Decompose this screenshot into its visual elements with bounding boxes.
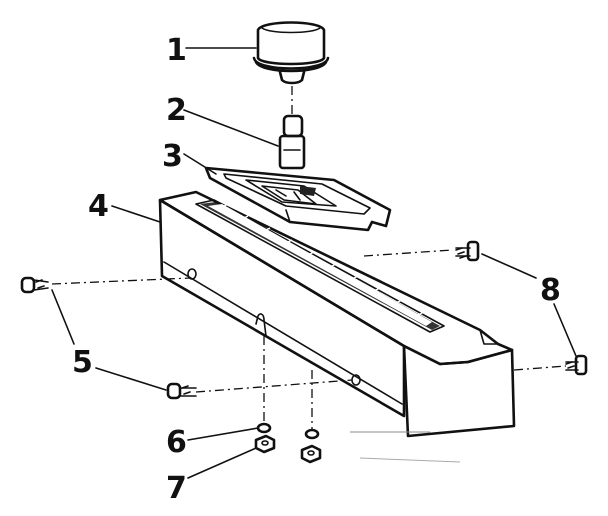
knob-part xyxy=(252,21,330,85)
escutcheon-plate-part xyxy=(204,166,392,232)
callout-5: 5 xyxy=(72,345,93,380)
screw-part-8 xyxy=(363,240,588,376)
housing-part xyxy=(158,190,516,438)
callout-1: 1 xyxy=(166,33,187,68)
callout-6: 6 xyxy=(166,425,187,460)
leader-lines xyxy=(51,47,577,479)
callout-4: 4 xyxy=(88,189,109,224)
washer-nut-parts xyxy=(254,336,322,464)
callout-2: 2 xyxy=(166,93,187,128)
callout-8: 8 xyxy=(540,273,561,308)
callout-7: 7 xyxy=(166,471,187,506)
screw-part-5 xyxy=(20,276,353,400)
callout-3: 3 xyxy=(162,139,183,174)
shaft-part xyxy=(278,86,306,170)
